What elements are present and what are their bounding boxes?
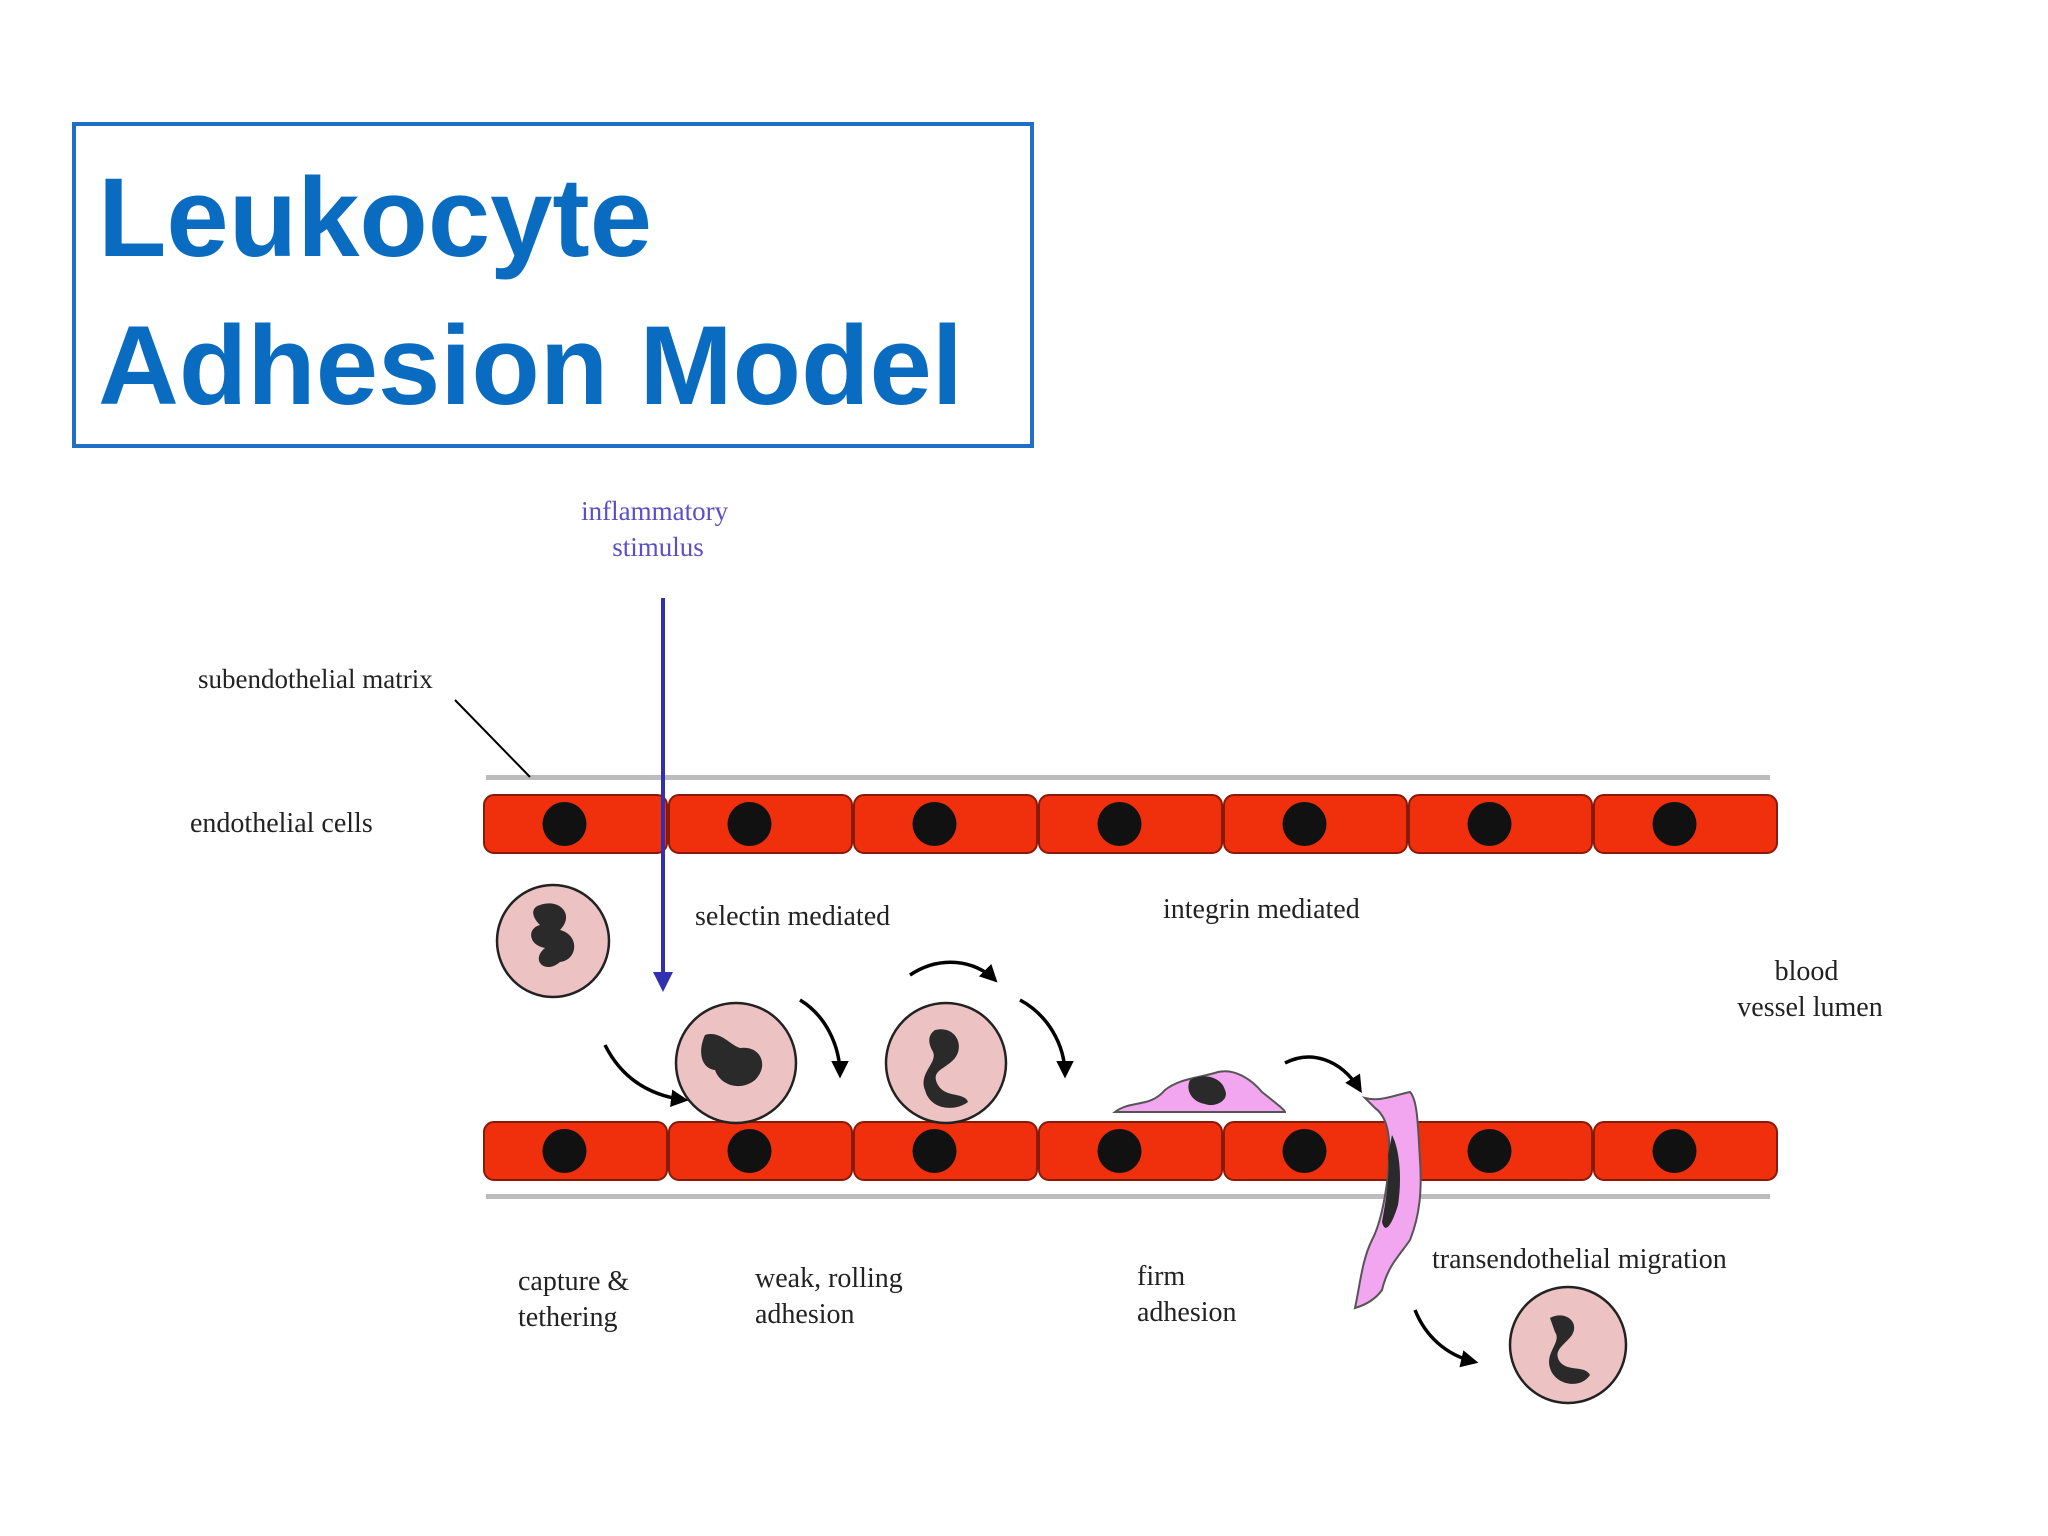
lumen-label: blood vessel lumen <box>1737 956 1882 1023</box>
capture-label: capture & tethering <box>518 1266 636 1333</box>
endothelial-cell-top-6 <box>1408 794 1593 854</box>
title-box: Leukocyte Adhesion Model <box>72 122 1034 448</box>
nucleus <box>1652 802 1697 846</box>
leukocyte-extravasated <box>1508 1285 1628 1405</box>
selectin-label: selectin mediated <box>695 901 890 932</box>
integrin-label: integrin mediated <box>1163 894 1360 925</box>
endothelial-cell-bottom-4 <box>1038 1121 1223 1181</box>
endothelial-cell-top-7 <box>1593 794 1778 854</box>
arrow-roll-3 <box>1019 998 1074 1079</box>
nucleus <box>727 1129 772 1173</box>
arrow-capture <box>603 1044 689 1107</box>
arrow-roll-2 <box>909 960 998 983</box>
firm-label: firm adhesion <box>1137 1261 1237 1328</box>
subendothelial-matrix-top <box>486 775 1770 780</box>
nucleus <box>1467 1129 1512 1173</box>
arrow-migration <box>1413 1309 1479 1368</box>
leukocyte-firm-adhesion <box>1112 1070 1287 1113</box>
arrow-roll-1 <box>799 998 849 1079</box>
title-line-1: Leukocyte <box>98 155 652 280</box>
nucleus <box>1282 1129 1327 1173</box>
nucleus <box>912 1129 957 1173</box>
nucleus <box>1282 802 1327 846</box>
leukocyte-rolling-2 <box>884 1001 1008 1125</box>
endothelial-cell-bottom-2 <box>668 1121 853 1181</box>
nucleus <box>912 802 957 846</box>
endothelial-cell-top-3 <box>853 794 1038 854</box>
nucleus <box>1097 802 1142 846</box>
endothelial-cell-bottom-1 <box>483 1121 668 1181</box>
nucleus <box>1652 1129 1697 1173</box>
endothelial-cell-bottom-7 <box>1593 1121 1778 1181</box>
rolling-label: weak, rolling adhesion <box>755 1263 910 1330</box>
title-line-2: Adhesion Model <box>98 303 963 428</box>
subendothelial-pointer <box>454 699 531 778</box>
stimulus-label: inflammatory stimulus <box>581 496 735 562</box>
endothelial-cell-bottom-3 <box>853 1121 1038 1181</box>
nucleus <box>1467 802 1512 846</box>
endothelial-row-top <box>483 794 1778 854</box>
subendothelial-matrix-bottom <box>486 1194 1770 1199</box>
nucleus <box>542 1129 587 1173</box>
nucleus <box>542 802 587 846</box>
nucleus <box>1097 1129 1142 1173</box>
leukocyte-free <box>495 883 611 999</box>
endothelial-cell-top-2 <box>668 794 853 854</box>
leukocyte-migrating <box>1353 1090 1422 1310</box>
endothelial-cell-top-5 <box>1223 794 1408 854</box>
nucleus <box>727 802 772 846</box>
endothelial-cell-bottom-6 <box>1408 1121 1593 1181</box>
endothelial-label: endothelial cells <box>190 808 373 839</box>
leukocyte-rolling-1 <box>674 1001 798 1125</box>
endothelial-cell-bottom-5 <box>1223 1121 1408 1181</box>
arrow-firm <box>1284 1055 1362 1093</box>
endothelial-cell-top-4 <box>1038 794 1223 854</box>
migration-label: transendothelial migration <box>1432 1244 1727 1275</box>
endothelial-cell-top-1 <box>483 794 668 854</box>
endothelial-row-bottom <box>483 1121 1778 1181</box>
subendothelial-label: subendothelial matrix <box>198 664 433 694</box>
